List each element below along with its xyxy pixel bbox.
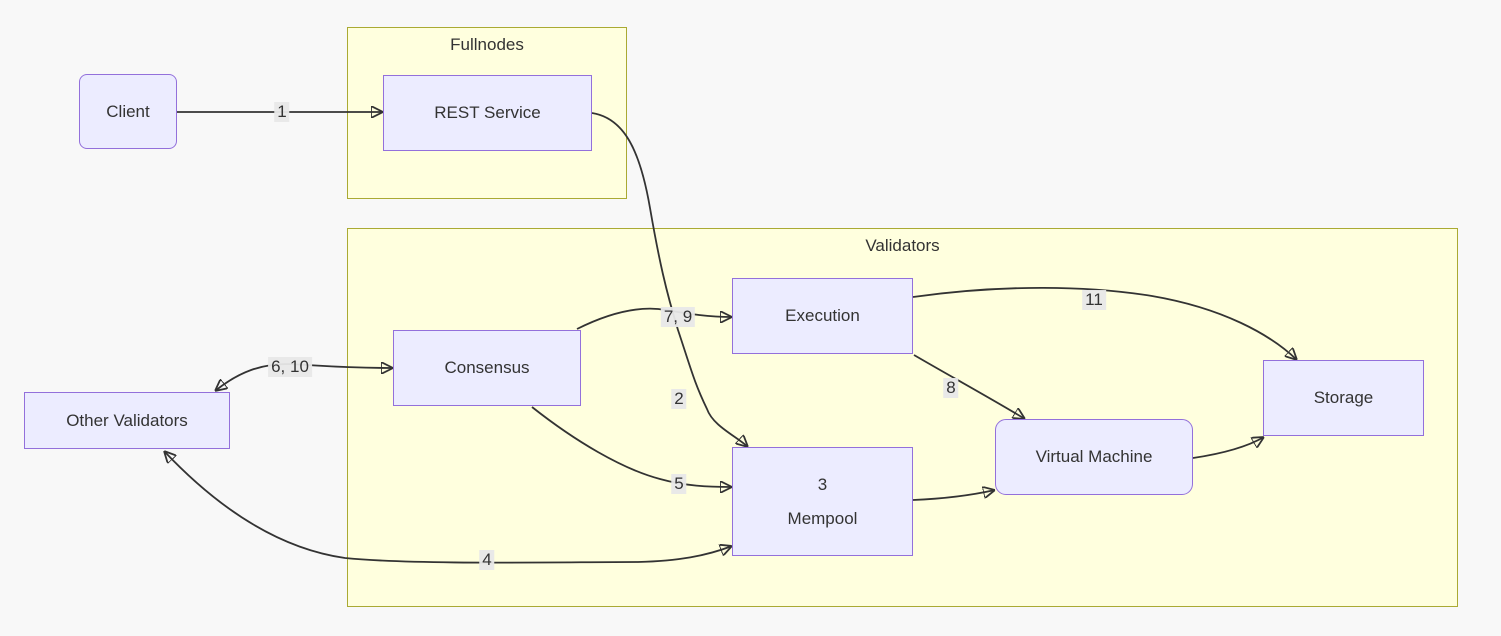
edge-label-consensus-mempool: 5 <box>671 474 687 494</box>
edge-label-othervalidators-consensus: 6, 10 <box>268 357 312 377</box>
edge-label-execution-vm: 8 <box>943 378 959 398</box>
node-storage-label: Storage <box>1313 388 1374 408</box>
node-other-validators-label: Other Validators <box>66 410 188 430</box>
node-other-validators: Other Validators <box>24 392 230 449</box>
node-mempool-step-number: 3 <box>817 475 828 495</box>
node-execution: Execution <box>732 278 913 354</box>
node-execution-label: Execution <box>785 306 860 326</box>
group-fullnodes-title: Fullnodes <box>450 35 524 54</box>
edge-label-othervalidators-mempool: 4 <box>479 550 495 570</box>
node-mempool: 3 Mempool <box>732 447 913 556</box>
node-rest-service-label: REST Service <box>434 103 541 123</box>
node-virtual-machine-label: Virtual Machine <box>1035 447 1153 467</box>
node-storage: Storage <box>1263 360 1424 436</box>
node-mempool-label: Mempool <box>787 508 858 528</box>
node-client-label: Client <box>106 101 150 121</box>
edge-label-execution-storage: 11 <box>1082 290 1106 310</box>
edge-label-rest-mempool: 2 <box>671 389 687 409</box>
node-rest-service: REST Service <box>383 75 592 151</box>
node-consensus: Consensus <box>393 330 581 406</box>
edge-label-client-rest: 1 <box>274 102 290 122</box>
node-virtual-machine: Virtual Machine <box>995 419 1193 495</box>
node-consensus-label: Consensus <box>444 358 530 378</box>
group-validators-title: Validators <box>865 236 940 255</box>
edge-label-consensus-execution: 7, 9 <box>660 307 696 327</box>
node-client: Client <box>79 74 177 149</box>
